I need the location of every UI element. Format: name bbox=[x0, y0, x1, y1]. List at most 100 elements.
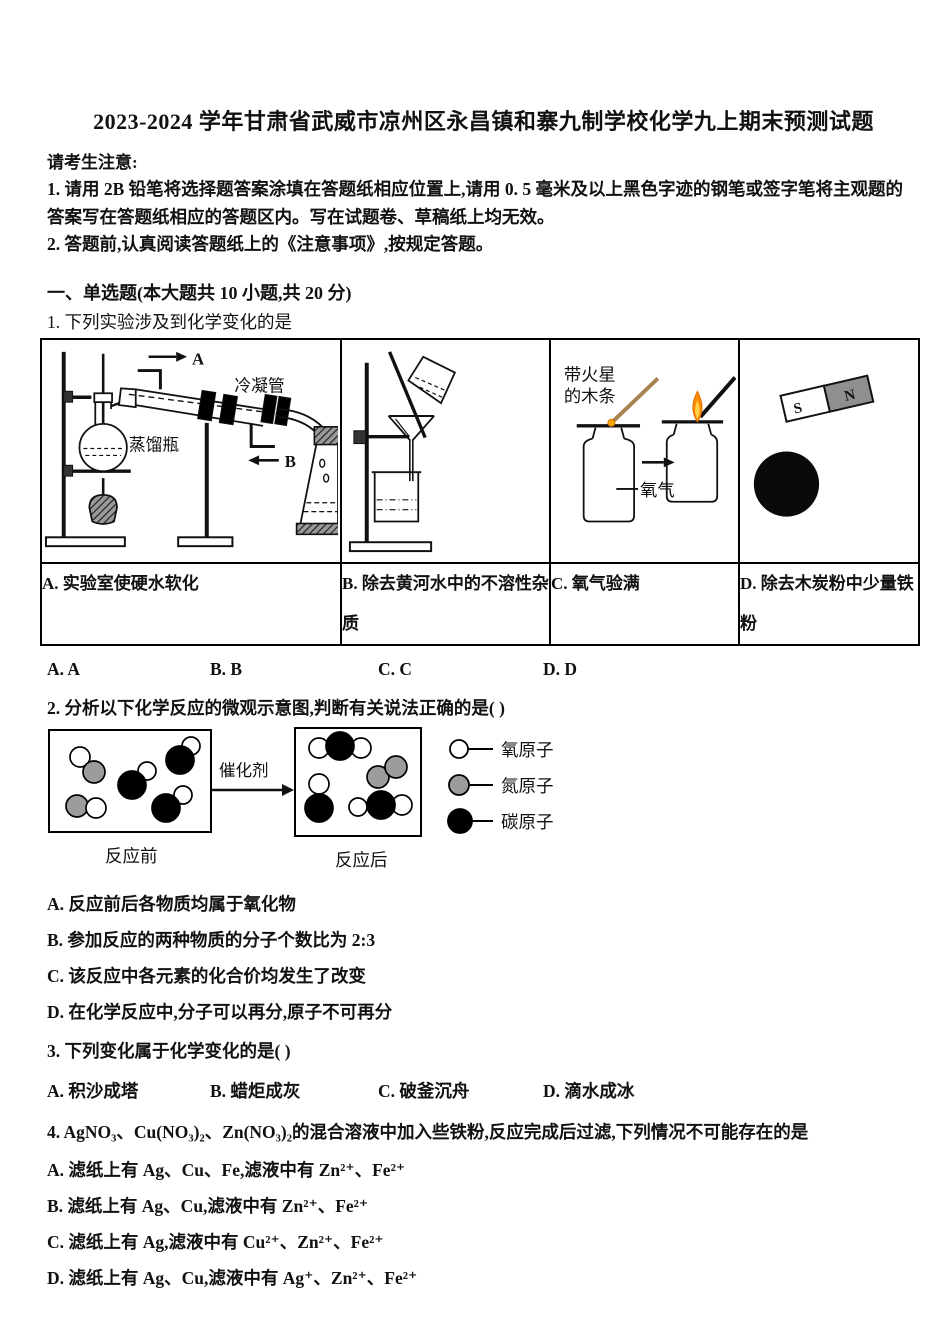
atom-n bbox=[65, 793, 89, 818]
arrow-b bbox=[248, 454, 279, 465]
notice-block: 请考生注意: 1. 请用 2B 铅笔将选择题答案涂填在答题纸相应位置上,请用 0… bbox=[47, 150, 920, 259]
q3-option-d: D. 滴水成冰 bbox=[543, 1080, 635, 1101]
atom-o bbox=[308, 772, 330, 795]
filtration-figure bbox=[348, 350, 457, 552]
q1-caption-d: D. 除去木炭粉中少量铁粉 bbox=[738, 561, 920, 646]
atom-o bbox=[348, 796, 368, 817]
splint-label-line2: 的木条 bbox=[564, 387, 616, 406]
reaction-arrow-icon bbox=[212, 783, 294, 796]
alcohol-lamp bbox=[88, 477, 118, 525]
q4-option-b: B. 滤纸上有 Ag、Cu,滤液中有 Zn²⁺、Fe²⁺ bbox=[47, 1195, 369, 1216]
magnet-figure: S N bbox=[753, 374, 875, 517]
oxygen-atom-icon bbox=[449, 739, 493, 759]
q1-caption-b: B. 除去黄河水中的不溶性杂质 bbox=[340, 561, 551, 646]
q1-answer-c: C. C bbox=[378, 658, 413, 679]
legend-label-nitrogen: 氮原子 bbox=[501, 775, 554, 796]
glowing-splint bbox=[607, 376, 660, 427]
bar-magnet: S N bbox=[779, 374, 875, 423]
q4-option-a: A. 滤纸上有 Ag、Cu、Fe,滤液中有 Zn²⁺、Fe²⁺ bbox=[47, 1159, 406, 1180]
q4-block: 4. AgNO₃、Cu(NO₃)₂、Zn(NO₃)₂的混合溶液中加入些铁粉,反应… bbox=[47, 1120, 920, 1289]
q2-option-a: A. 反应前后各物质均属于氧化物 bbox=[47, 893, 296, 914]
nitrogen-atom-icon bbox=[448, 774, 493, 796]
q1-answer-b: B. B bbox=[210, 658, 243, 679]
distillation-flask bbox=[78, 353, 134, 472]
after-reaction-label: 反应后 bbox=[335, 849, 388, 870]
atom-c bbox=[117, 769, 147, 800]
q1-caption-c: C. 氧气验满 bbox=[549, 561, 740, 646]
q1-figure-cell-c: 带火星 的木条 bbox=[549, 337, 740, 564]
splint-label-line1: 带火星 bbox=[564, 365, 616, 384]
legend-row-nitrogen: 氮原子 bbox=[447, 771, 554, 800]
atom-c bbox=[165, 744, 195, 775]
atom-c bbox=[304, 792, 334, 823]
pouring-beaker bbox=[407, 355, 457, 404]
right-gas-bottle bbox=[661, 419, 724, 503]
q1-answer-a: A. A bbox=[47, 658, 81, 679]
notice-line: 2. 答题前,认真阅读答题纸上的《注意事项》,按规定答题。 bbox=[47, 234, 494, 254]
q2-diagram: 反应前 催化剂 反应后 氧原子 bbox=[47, 726, 920, 879]
middle-stand bbox=[177, 422, 234, 547]
q3-option-b: B. 蜡炬成灰 bbox=[210, 1080, 301, 1101]
condenser-label: 冷凝管 bbox=[234, 376, 284, 395]
arrow-a-label: A bbox=[192, 349, 204, 368]
gas-label: 氧气 bbox=[640, 480, 675, 499]
atom-o bbox=[69, 745, 91, 768]
atom-n bbox=[366, 764, 390, 789]
q1-figure-cell-b bbox=[340, 337, 551, 564]
q1-caption-a: A. 实验室使硬水软化 bbox=[40, 561, 342, 646]
atom-c bbox=[325, 730, 355, 761]
atom-n bbox=[384, 754, 408, 779]
carbon-atom-icon bbox=[447, 808, 493, 834]
charcoal-powder bbox=[753, 450, 820, 517]
atom-legend: 氧原子 氮原子 碳原子 bbox=[447, 735, 554, 843]
atom-c bbox=[366, 789, 396, 820]
collecting-beaker bbox=[371, 470, 422, 522]
atom-o bbox=[173, 784, 193, 805]
q2-options: A. 反应前后各物质均属于氧化物 B. 参加反应的两种物质的分子个数比为 2:3… bbox=[47, 893, 920, 1023]
q3-stem: 3. 下列变化属于化学变化的是( ) bbox=[47, 1040, 291, 1061]
left-gas-bottle bbox=[576, 423, 641, 522]
q1-answer-row: A. A B. B C. C D. D bbox=[47, 659, 920, 680]
notice-line: 答案写在答题纸相应的答题区内。写在试题卷、草稿纸上均无效。 bbox=[47, 206, 555, 227]
arrow-a bbox=[148, 351, 188, 362]
magnet-north-label: N bbox=[843, 386, 857, 404]
q2-option-c: C. 该反应中各元素的化合价均发生了改变 bbox=[47, 965, 366, 986]
legend-row-oxygen: 氧原子 bbox=[447, 735, 554, 764]
before-reaction-box bbox=[48, 728, 212, 833]
glass-rod bbox=[387, 350, 427, 438]
left-stand bbox=[44, 351, 131, 547]
magnet-south-label: S bbox=[792, 400, 804, 417]
q3-option-c: C. 破釜沉舟 bbox=[378, 1080, 470, 1101]
flask-label: 蒸馏瓶 bbox=[129, 435, 180, 454]
atom-o bbox=[85, 796, 107, 819]
notice-heading: 请考生注意: bbox=[47, 153, 138, 172]
q4-option-c: C. 滤纸上有 Ag,滤液中有 Cu²⁺、Zn²⁺、Fe²⁺ bbox=[47, 1231, 384, 1252]
legend-row-carbon: 碳原子 bbox=[447, 807, 554, 836]
q4-option-d: D. 滤纸上有 Ag、Cu,滤液中有 Ag⁺、Zn²⁺、Fe²⁺ bbox=[47, 1267, 418, 1288]
q2-stem: 2. 分析以下化学反应的微观示意图,判断有关说法正确的是( ) bbox=[47, 697, 505, 718]
legend-label-oxygen: 氧原子 bbox=[501, 739, 554, 760]
burning-splint bbox=[692, 375, 736, 423]
notice-line: 1. 请用 2B 铅笔将选择题答案涂填在答题纸相应位置上,请用 0. 5 毫米及… bbox=[47, 179, 904, 199]
q1-answer-d: D. D bbox=[543, 658, 578, 679]
arrow-b-label: B bbox=[285, 452, 296, 471]
q1-figure-cell-a: A B 冷凝管 蒸馏瓶 bbox=[40, 337, 342, 564]
distillation-figure: A B 冷凝管 蒸馏瓶 bbox=[44, 349, 338, 547]
atom-c bbox=[151, 792, 181, 823]
legend-label-carbon: 碳原子 bbox=[501, 811, 554, 832]
q1-stem: 1. 下列实验涉及到化学变化的是 bbox=[47, 311, 292, 332]
arrow-right bbox=[642, 456, 675, 467]
condenser bbox=[117, 368, 292, 448]
q3-option-a: A. 积沙成塔 bbox=[47, 1080, 139, 1101]
q1-figure-table: A B 冷凝管 蒸馏瓶 bbox=[40, 337, 920, 646]
q2-option-b: B. 参加反应的两种物质的分子个数比为 2:3 bbox=[47, 929, 376, 950]
q4-stem: 4. AgNO₃、Cu(NO₃)₂、Zn(NO₃)₂的混合溶液中加入些铁粉,反应… bbox=[47, 1121, 809, 1142]
oxygen-test-figure: 带火星 的木条 bbox=[564, 365, 736, 522]
atom-n bbox=[82, 759, 106, 784]
page-title: 2023-2024 学年甘肃省武威市凉州区永昌镇和寨九制学校化学九上期末预测试题 bbox=[93, 109, 874, 134]
receiving-flask bbox=[278, 407, 338, 535]
before-reaction-label: 反应前 bbox=[105, 845, 158, 866]
stand bbox=[348, 362, 433, 552]
section-heading: 一、单选题(本大题共 10 小题,共 20 分) bbox=[47, 282, 352, 303]
